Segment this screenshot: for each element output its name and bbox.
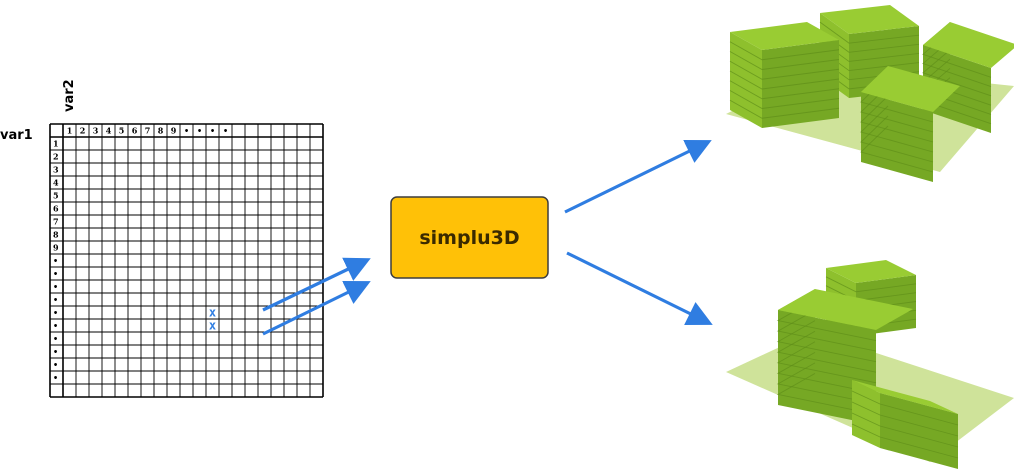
building-floor-line — [776, 320, 877, 363]
grid-col-header: 6 — [132, 126, 138, 136]
building-floor-line — [729, 70, 840, 90]
building-floor-line — [860, 95, 934, 143]
building-floor-line — [851, 401, 959, 437]
building-bottom-low — [851, 380, 959, 469]
grid-col-header: 9 — [171, 126, 177, 136]
building-floor-line — [729, 80, 840, 100]
building-floor-line — [776, 373, 877, 415]
building-roof — [826, 260, 916, 283]
arrow-mark1-to-process — [262, 257, 371, 312]
building-floor-line — [922, 49, 992, 97]
building-floor-line — [729, 90, 840, 109]
building-floor-line — [851, 390, 959, 426]
building-floor-line — [825, 276, 917, 293]
building-floor-line — [860, 105, 934, 153]
grid-row-header: • — [53, 334, 58, 344]
building-floor-line — [851, 423, 959, 459]
grid-row-header: • — [53, 282, 58, 292]
process-box-rect — [390, 196, 549, 279]
building-side-right — [923, 45, 991, 133]
grid-row-header: 1 — [53, 139, 59, 149]
building-configuration-bottom — [726, 260, 1014, 469]
grid-row-header: • — [53, 295, 58, 305]
process-box-label: simplu3D — [419, 227, 519, 249]
grid-row-header: • — [53, 321, 58, 331]
building-side-right — [880, 393, 958, 469]
building-roof — [730, 22, 839, 50]
building-floor-line — [729, 99, 840, 119]
building-floor-line — [729, 60, 840, 80]
arrow-process-to-result-bottom — [566, 251, 713, 325]
building-roof — [820, 5, 919, 34]
grid-row-header: 4 — [53, 178, 59, 188]
building-roof — [923, 22, 1014, 68]
building-bottom-front — [776, 289, 913, 425]
grid-col-header: 5 — [119, 126, 125, 136]
grid-row-header: 9 — [53, 243, 59, 253]
grid-row-header: • — [53, 347, 58, 357]
grid-col-header: 8 — [158, 126, 164, 136]
var1-axis-label: var1 — [0, 128, 33, 143]
grid-row-header: 2 — [53, 152, 59, 162]
building-floor-line — [819, 21, 920, 44]
grid-col-header: 3 — [93, 126, 99, 136]
grid-row-header: 5 — [53, 191, 59, 201]
building-floor-line — [776, 341, 877, 384]
building-top-front — [860, 66, 960, 182]
grid-row-header: • — [53, 269, 58, 279]
grid-col-header: • — [197, 126, 202, 136]
building-floor-line — [860, 115, 934, 163]
grid-col-header: • — [223, 126, 228, 136]
grid-row-header: 6 — [53, 204, 59, 214]
grid-row-header: • — [53, 373, 58, 383]
grid-row-header: • — [53, 360, 58, 370]
arrow-mark2-to-process — [262, 280, 371, 336]
grid-row-header: • — [53, 308, 58, 318]
grid-col-header: • — [184, 126, 189, 136]
grid-col-header: 4 — [106, 126, 112, 136]
grid-row-header: 8 — [53, 230, 59, 240]
building-floor-line — [860, 125, 934, 173]
grid-lines — [49, 123, 324, 398]
building-roof — [861, 66, 960, 112]
building-floor-line — [776, 309, 877, 352]
grid-col-header: 2 — [80, 126, 86, 136]
grid-col-header: 1 — [67, 126, 73, 136]
building-floor-line — [729, 41, 840, 61]
grid-row-header: 7 — [53, 217, 59, 227]
building-top-left — [729, 22, 840, 128]
arrow-process-to-result-top — [564, 139, 712, 214]
grid-selected-mark: x — [209, 306, 216, 320]
building-floor-line — [851, 412, 959, 448]
grid-row-header: • — [53, 256, 58, 266]
building-roof — [852, 380, 958, 414]
building-roof — [778, 289, 913, 330]
grid-selected-mark: x — [209, 319, 216, 333]
building-floor-line — [776, 362, 877, 405]
grid-row-header: 3 — [53, 165, 59, 175]
building-configuration-top — [726, 5, 1014, 182]
building-side-left — [852, 380, 880, 448]
building-floor-line — [776, 351, 877, 394]
building-floor-line — [776, 330, 877, 373]
var2-axis-label: var2 — [62, 79, 77, 112]
grid-col-header: • — [210, 126, 215, 136]
process-box: simplu3D — [390, 196, 549, 279]
grid-col-header: 7 — [145, 126, 151, 136]
grid-marks: xx — [209, 306, 216, 333]
building-floor-line — [729, 51, 840, 70]
